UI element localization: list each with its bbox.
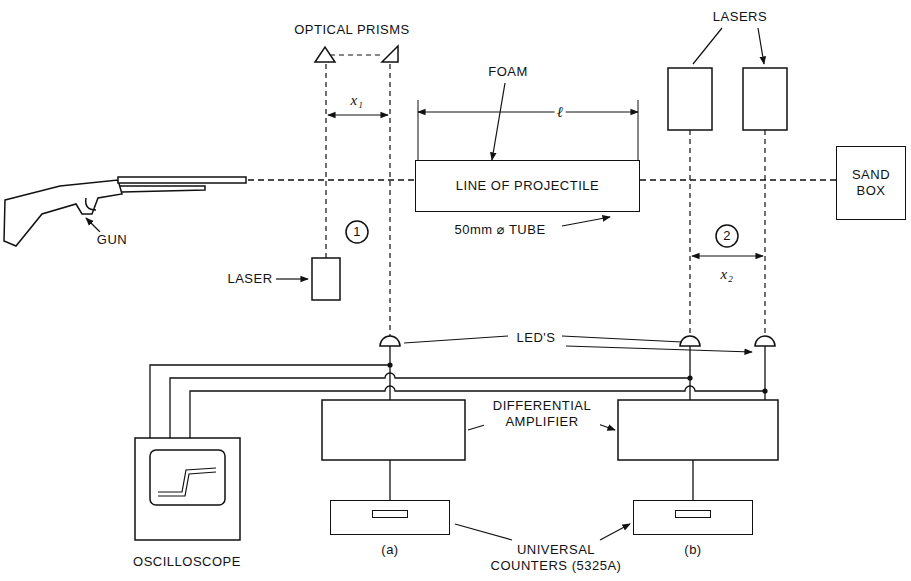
- part-label: GUN: [95, 232, 129, 248]
- part-label: LASERS: [711, 9, 769, 25]
- sand-box: SAND BOX: [836, 146, 906, 220]
- dimension-line: [418, 111, 638, 112]
- part-label: OSCILLOSCOPE: [131, 554, 243, 570]
- prism: [382, 46, 398, 62]
- led-symbol: [755, 336, 775, 346]
- projectile-line: [248, 179, 415, 181]
- laser-body: [668, 68, 712, 130]
- oscilloscope-drawing: [135, 438, 240, 540]
- part-label: 50mm ⌀ TUBE: [452, 222, 547, 238]
- part-label: LED'S: [515, 330, 558, 346]
- laser-body: [743, 68, 787, 130]
- leader-line: [693, 28, 764, 64]
- part-label: LASER: [225, 271, 274, 287]
- part-label: FOAM: [486, 64, 530, 80]
- leader-line: [455, 524, 630, 540]
- dimension-label: x₂: [719, 265, 736, 284]
- leader-line: [404, 336, 752, 352]
- projectile-line: [640, 179, 836, 181]
- part-label: OPTICAL PRISMS: [292, 22, 412, 38]
- leader-line: [276, 278, 308, 279]
- node-label: LINE OF PROJECTILE: [456, 178, 599, 194]
- dimension-line: [328, 114, 388, 115]
- dimension-label: x₁: [349, 91, 366, 110]
- amplifier-box: [322, 400, 465, 460]
- callout-circle: [716, 225, 738, 247]
- counter-box: (b): [633, 500, 753, 535]
- callout-number: 1: [351, 224, 363, 240]
- callout-number: 2: [721, 228, 733, 244]
- led-symbol: [380, 336, 400, 346]
- laser-body: [312, 258, 340, 300]
- counter-display: [675, 510, 710, 518]
- counter-label: (b): [684, 542, 701, 558]
- dimension-line: [692, 255, 763, 256]
- counter-label: (a): [381, 542, 398, 558]
- dimension-label: ℓ: [555, 103, 566, 122]
- node-label: SAND BOX: [841, 167, 901, 200]
- led-symbol: [680, 336, 700, 346]
- callout-circle: [346, 221, 368, 243]
- part-label: UNIVERSAL COUNTERS (5325A): [479, 542, 633, 575]
- extension-line: [418, 100, 638, 160]
- foam-tube: LINE OF PROJECTILE: [415, 160, 640, 212]
- counter-box: (a): [330, 500, 450, 535]
- leader-line: [562, 217, 610, 226]
- counter-display: [372, 510, 407, 518]
- junction-dot: [387, 362, 767, 393]
- part-label: DIFFERENTIAL AMPLIFIER: [484, 398, 600, 431]
- amplifier-box: [618, 400, 778, 460]
- leader-line: [86, 218, 100, 232]
- leader-line: [492, 83, 505, 160]
- laser-beam: [690, 130, 765, 336]
